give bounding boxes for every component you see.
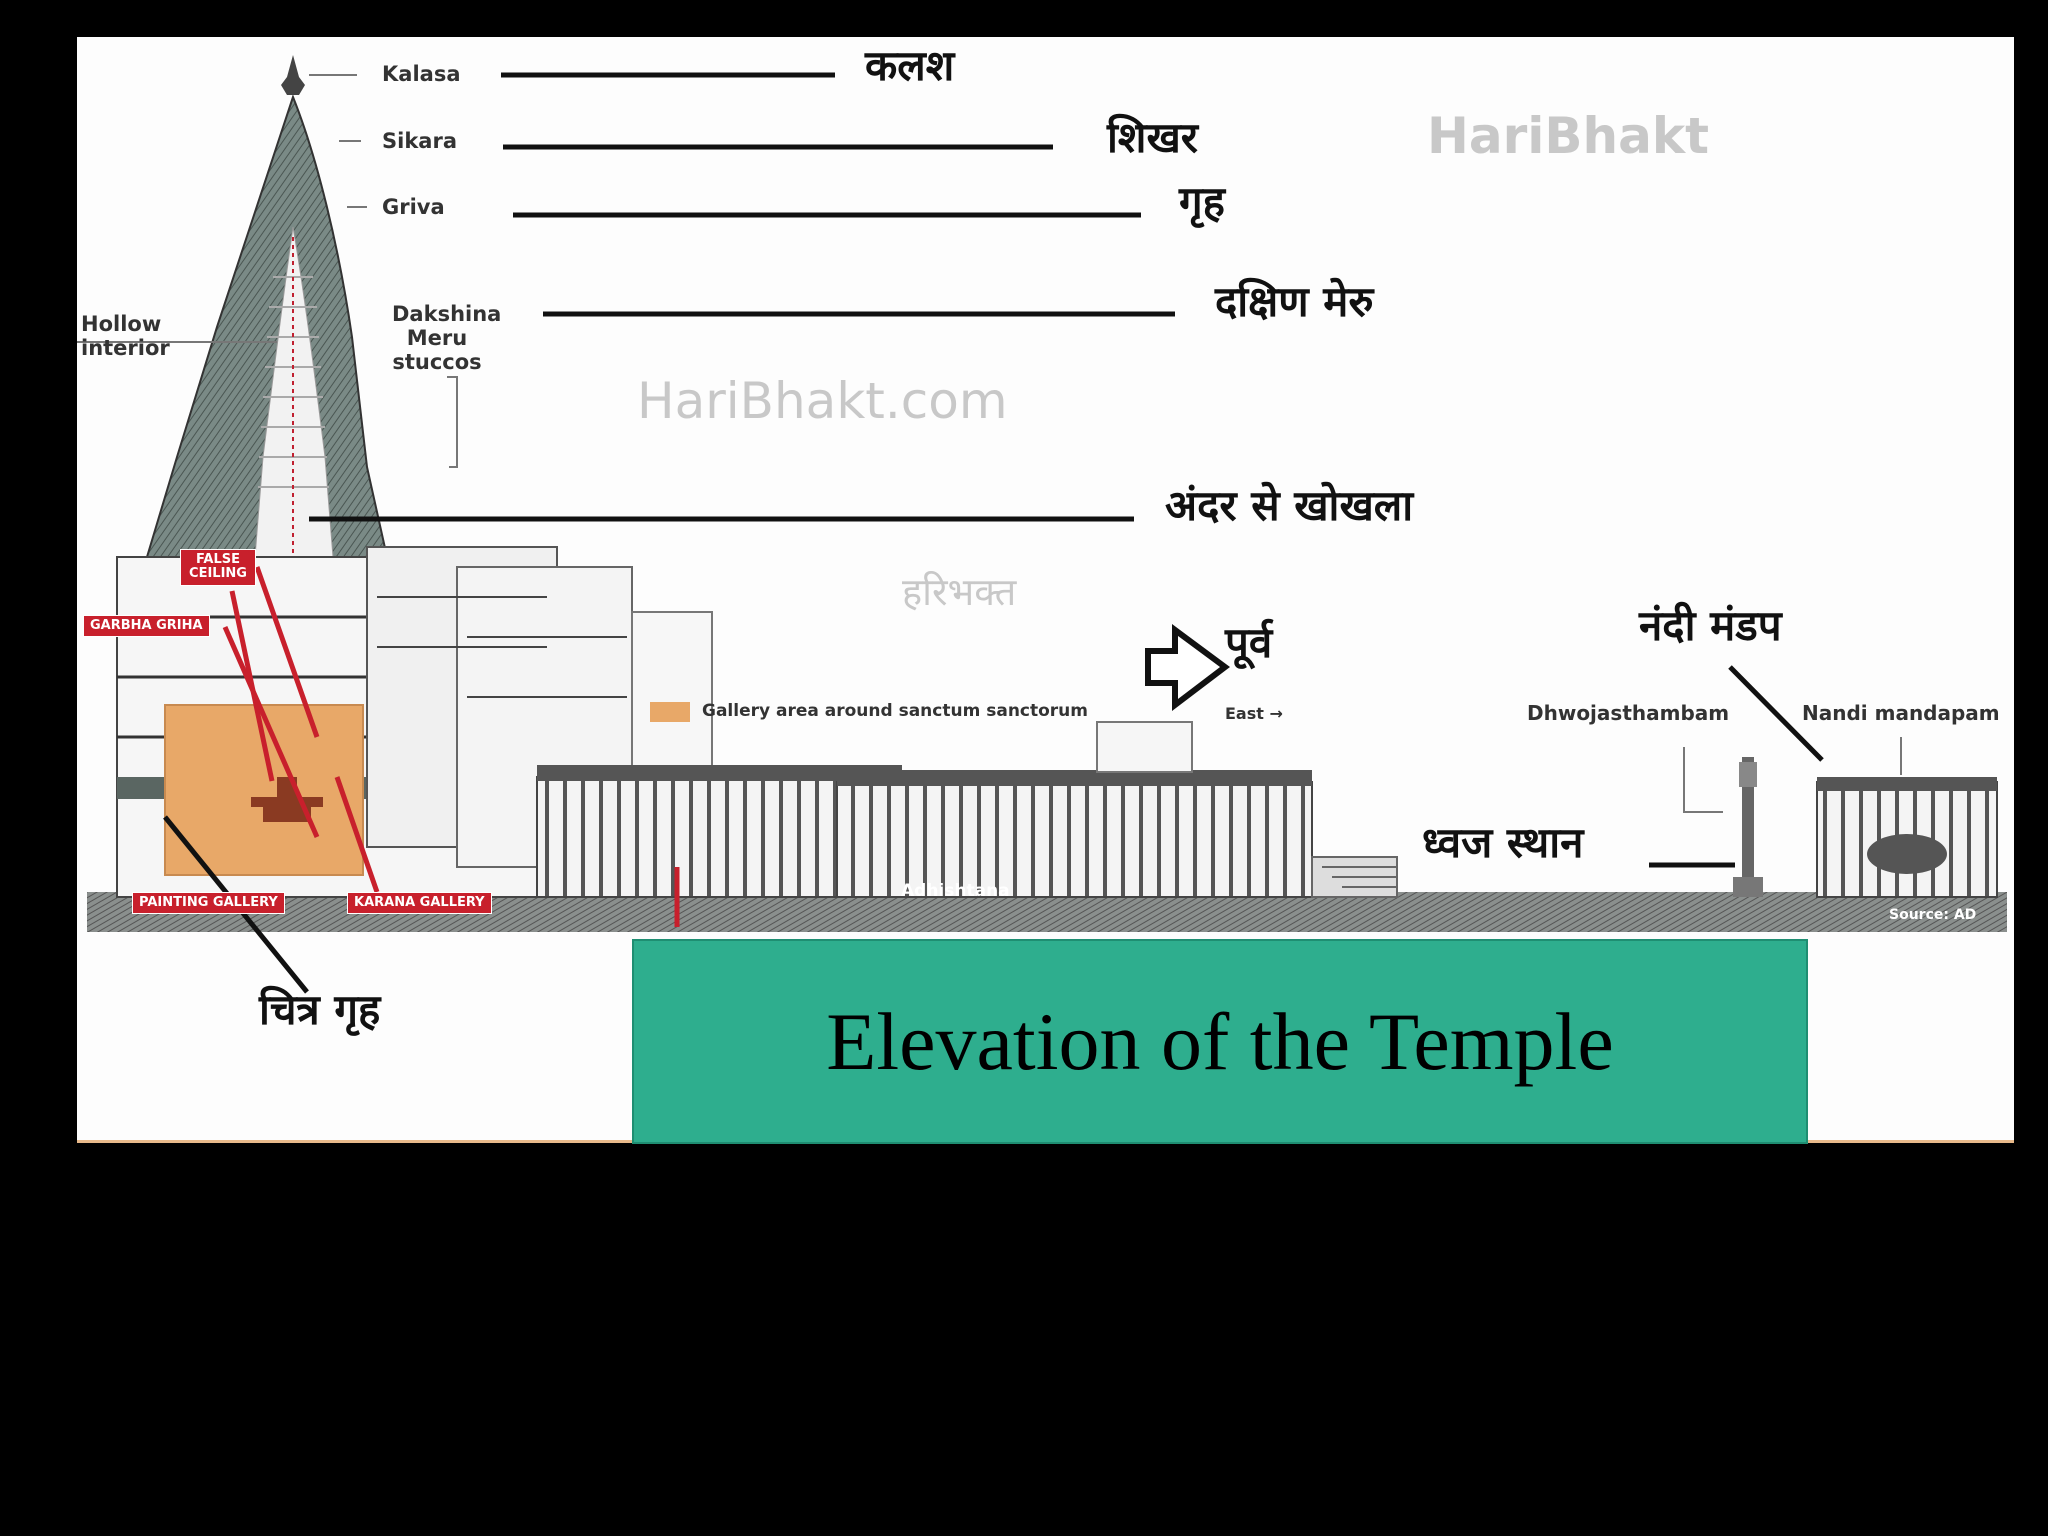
hindi-label-shikhar: शिखर — [1107, 113, 1198, 162]
hindi-label-grih: गृह — [1179, 177, 1225, 226]
hindi-label-dhwaj-sthan: ध्वज स्थान — [1422, 818, 1584, 867]
east-arrow-icon — [1145, 624, 1231, 712]
watermark-top: HariBhakt — [1427, 107, 1709, 165]
dhwaja-pillar — [1742, 757, 1754, 897]
hindi-label-kalash: कलश — [865, 41, 955, 90]
gallery-area — [164, 704, 364, 876]
label-sikara: Sikara — [382, 129, 457, 153]
caption-box: Elevation of the Temple — [632, 939, 1808, 1144]
mandapa-2 — [836, 781, 1313, 898]
label-gallery-legend: Gallery area around sanctum sanctorum — [702, 701, 1089, 721]
caption-title: Elevation of the Temple — [826, 995, 1614, 1087]
watermark-hindi: हरिभक्त — [902, 570, 1017, 614]
temple-drawing — [77, 55, 2007, 994]
hindi-label-nandi-mandap: नंदी मंडप — [1639, 601, 1782, 650]
kalasa-finial — [281, 55, 305, 95]
label-dhwajasthambam: Dhwojasthambam — [1527, 701, 1730, 725]
label-dakshina-meru: Dakshina Meru stuccos — [392, 302, 502, 375]
label-nandi-mandapam: Nandi mandapam — [1802, 701, 2000, 725]
label-source: Source: AD — [1889, 907, 1977, 923]
tag-garbha-griha: GARBHA GRIHA — [83, 615, 210, 638]
tag-painting-gallery: PAINTING GALLERY — [132, 892, 285, 915]
temple-elevation-figure: Kalasa Sikara Griva Dakshina Meru stucco… — [77, 37, 2014, 1143]
label-hollow-interior: Hollow interior — [81, 312, 170, 361]
hindi-label-hollow: अंदर से खोखला — [1165, 481, 1414, 530]
label-kalasa: Kalasa — [382, 62, 461, 86]
tag-karana-gallery: KARANA GALLERY — [347, 892, 492, 915]
watermark-center: HariBhakt.com — [637, 372, 1008, 430]
label-adhishtana: Adhishtana — [901, 881, 1010, 901]
legend-swatch — [650, 702, 690, 722]
label-griva: Griva — [382, 195, 445, 219]
label-east: East → — [1225, 704, 1283, 723]
tag-false-ceiling: FALSE CEILING — [180, 549, 256, 586]
hindi-label-chitra-grih: चित्र गृह — [259, 985, 381, 1034]
hindi-label-dakshin-meru: दक्षिण मेरु — [1215, 277, 1374, 326]
hindi-label-purv: पूर्व — [1225, 618, 1273, 667]
